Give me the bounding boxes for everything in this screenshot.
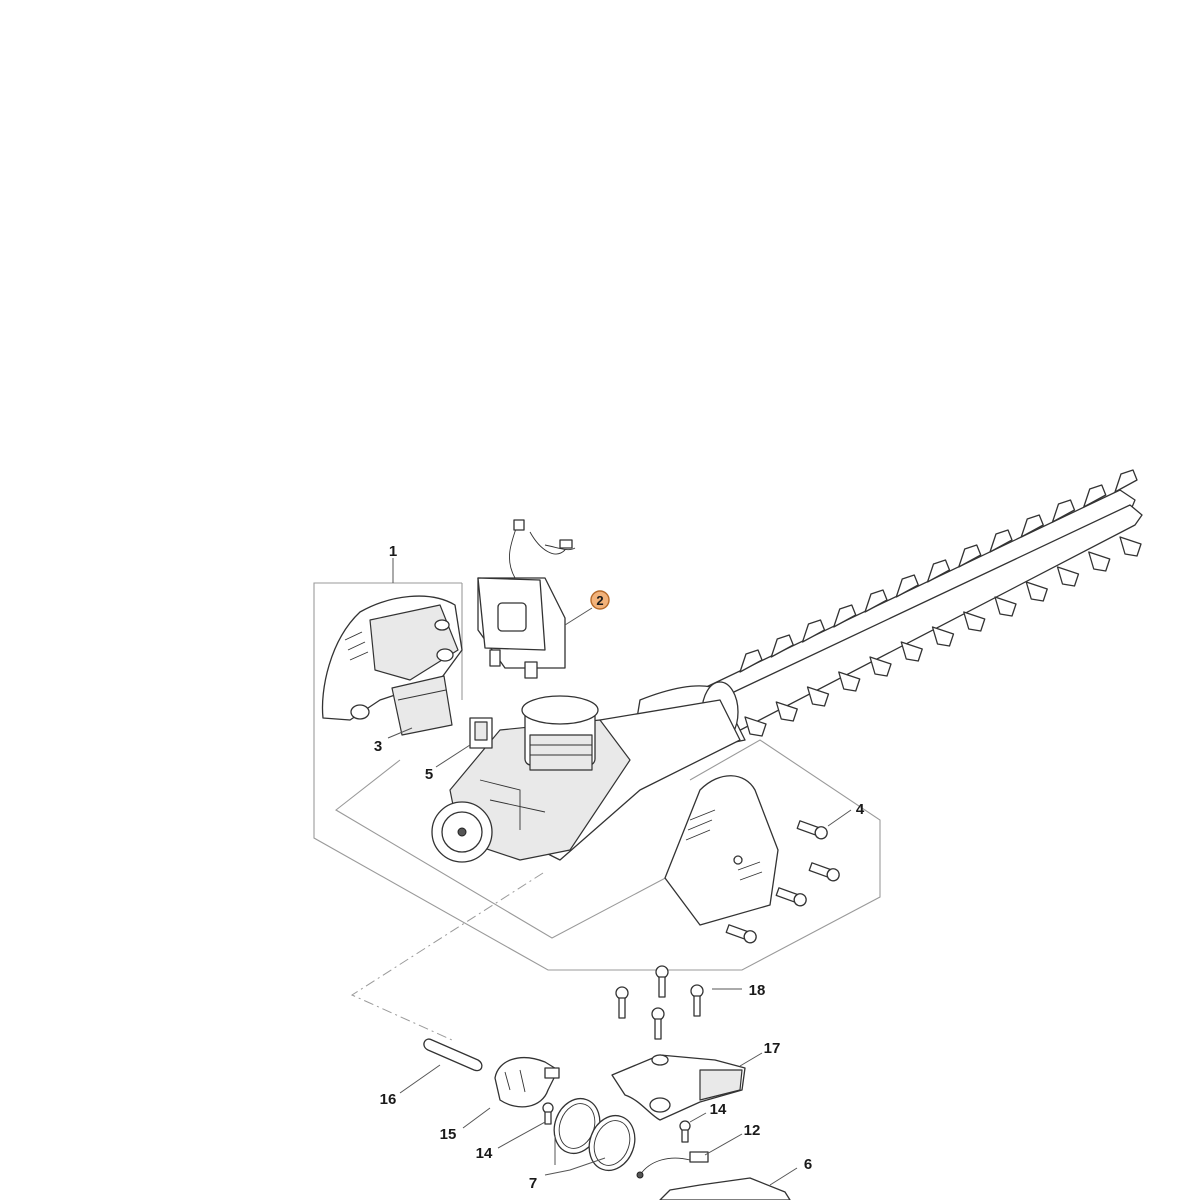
small-screw-14b xyxy=(679,1120,691,1143)
blade-tooth xyxy=(989,529,1013,553)
group-frame-inner xyxy=(335,759,691,939)
blade-tooth xyxy=(806,686,830,707)
part-highlight-2[interactable] xyxy=(590,590,610,610)
right-cover-part xyxy=(664,775,779,926)
blade-tooth xyxy=(926,559,951,583)
blade-tooth xyxy=(895,574,919,598)
part-label-17[interactable]: 17 xyxy=(764,1040,781,1057)
screws-18 xyxy=(615,965,704,1040)
part-label-12[interactable]: 12 xyxy=(744,1122,761,1139)
blade-tooth xyxy=(838,671,861,692)
blade-assembly xyxy=(699,469,1143,739)
blade-tooth xyxy=(1025,581,1048,602)
blade-tooth xyxy=(963,611,986,632)
blade-tooth xyxy=(900,641,923,662)
blade-tooth xyxy=(1056,566,1080,587)
main-housing xyxy=(431,681,746,863)
blade-tooth xyxy=(1020,514,1044,538)
part-label-14a[interactable]: 14 xyxy=(710,1101,727,1118)
rings-part xyxy=(553,1097,636,1172)
blade-tooth xyxy=(1088,551,1111,572)
part-label-6[interactable]: 6 xyxy=(804,1156,812,1173)
assembly-dash-line xyxy=(350,872,544,1041)
blade-tooth xyxy=(994,596,1017,617)
part-label-1[interactable]: 1 xyxy=(389,543,397,560)
cable-part xyxy=(636,1151,709,1179)
battery-contact-part xyxy=(391,675,453,736)
blade-tooth xyxy=(869,656,892,677)
part-label-7[interactable]: 7 xyxy=(529,1175,537,1192)
part-label-4[interactable]: 4 xyxy=(856,801,865,818)
part-label-14b[interactable]: 14 xyxy=(476,1145,493,1162)
blade-tooth xyxy=(833,604,857,628)
switch-part xyxy=(469,717,493,749)
screws-4 xyxy=(725,820,840,944)
blade-tooth xyxy=(864,589,888,613)
pin-part xyxy=(423,1038,483,1072)
part-label-18[interactable]: 18 xyxy=(749,982,766,999)
blade-tooth xyxy=(1114,469,1138,493)
blade-tooth xyxy=(1083,484,1107,508)
handle-bracket-part xyxy=(611,1054,746,1121)
small-screw-14 xyxy=(542,1102,554,1125)
lower-housing-part xyxy=(659,1177,791,1200)
blade-tooth xyxy=(770,634,794,658)
left-cover-part xyxy=(321,595,463,721)
leader-lines xyxy=(387,558,852,1186)
control-board-part[interactable] xyxy=(477,519,576,679)
blade-tooth xyxy=(958,544,982,568)
blade-tooth xyxy=(1051,499,1076,523)
part-label-2[interactable]: 2 xyxy=(596,593,603,608)
blade-tooth xyxy=(801,619,826,643)
group-frame-left xyxy=(313,582,881,971)
part-label-3[interactable]: 3 xyxy=(374,738,382,755)
blade-tooth xyxy=(775,701,798,722)
part-label-16[interactable]: 16 xyxy=(380,1091,397,1108)
part-label-15[interactable]: 15 xyxy=(440,1126,457,1143)
clamp-part xyxy=(494,1057,560,1108)
blade-tooth xyxy=(744,716,767,737)
part-label-5[interactable]: 5 xyxy=(425,766,433,783)
blade-tooth xyxy=(931,626,955,647)
blade-tooth xyxy=(739,649,763,673)
blade-tooth xyxy=(1119,536,1142,557)
